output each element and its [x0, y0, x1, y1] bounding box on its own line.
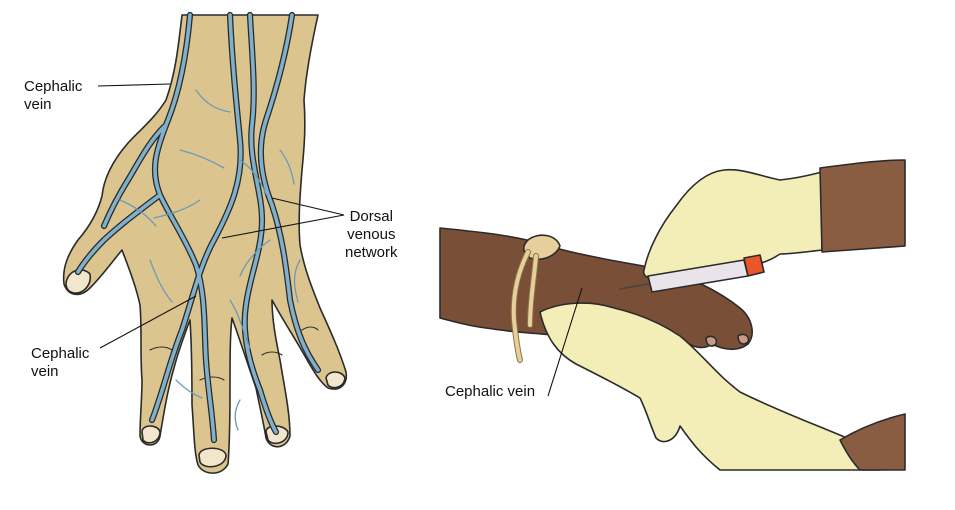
tourniquet — [522, 234, 561, 261]
label-line: Cephalic — [24, 78, 83, 95]
leader-dorsal-1 — [271, 197, 345, 216]
label-line: vein — [24, 96, 52, 113]
label-cephalic-vein-upper: Cephalic vein — [24, 78, 82, 114]
label-dorsal-venous-network: Dorsal venous network — [345, 208, 398, 262]
middle-nail — [198, 447, 227, 468]
upper-forearm — [819, 159, 906, 253]
label-line: venous — [347, 226, 396, 243]
label-line: Dorsal — [349, 208, 393, 225]
label-line: Cephalic — [31, 345, 90, 362]
index-nail — [141, 425, 161, 444]
dorsal-hand-drawing — [62, 14, 348, 474]
leader-dorsal-2 — [221, 214, 345, 239]
label-line: network — [345, 244, 398, 261]
syringe-needle — [619, 283, 649, 290]
syringe-cap — [743, 254, 765, 277]
syringe — [619, 254, 765, 293]
leader-cephalic-top — [97, 83, 171, 87]
leader-cephalic-mid — [99, 295, 197, 349]
lower-forearm — [839, 413, 906, 471]
procedure-drawing — [439, 159, 906, 471]
label-line: vein — [31, 363, 59, 380]
label-cephalic-vein-lower: Cephalic vein — [31, 345, 89, 381]
small-veins — [119, 89, 301, 431]
label-cephalic-vein-procedure: Cephalic vein — [445, 383, 535, 401]
leader-cephalic-right — [547, 287, 583, 397]
leader-lines — [97, 83, 583, 397]
label-line: Cephalic vein — [445, 383, 536, 400]
knuckle-lines — [149, 326, 319, 381]
little-nail — [325, 371, 346, 389]
hand-outline — [62, 14, 348, 474]
